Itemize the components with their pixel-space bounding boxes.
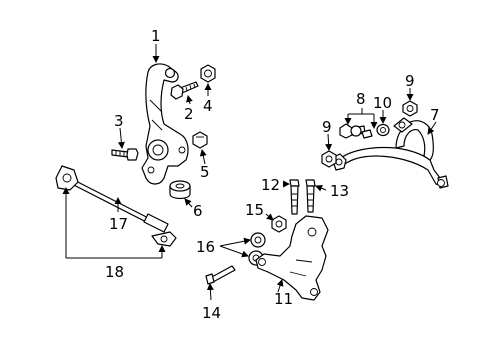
callout-3: 3 [114,112,124,130]
callout-14: 14 [202,304,221,322]
callout-9-lower: 9 [322,118,332,136]
callout-2: 2 [184,105,194,123]
steering-knuckle [141,63,189,185]
nut-left [321,150,337,168]
bushing [169,180,191,200]
callout-9-upper: 9 [405,72,415,90]
lower-knuckle [255,215,329,301]
callout-13: 13 [330,182,349,200]
callout-labels: 1 2 4 3 5 6 7 8 9 9 10 11 12 13 14 15 16… [105,27,440,322]
callout-8: 8 [356,90,366,108]
upper-control-arm [331,117,449,189]
callout-6: 6 [193,202,203,220]
nut-upper-right [402,100,418,117]
callout-10: 10 [373,94,392,112]
bolt-13 [305,179,316,213]
bolt-12 [289,179,300,215]
callout-7: 7 [430,106,440,124]
washer [376,123,390,137]
callout-12: 12 [261,176,280,194]
nut-15 [271,215,287,233]
lower-bolt [111,148,139,161]
callout-1: 1 [151,27,161,45]
callout-11: 11 [274,290,293,308]
callout-17: 17 [109,215,128,233]
callout-15: 15 [245,201,264,219]
tie-rod [205,265,236,285]
callout-16: 16 [196,238,215,256]
hex-nut [192,131,208,149]
stabilizer-rod [55,165,177,247]
knuckle-bolt [170,81,199,100]
callout-18: 18 [105,263,124,281]
callout-5: 5 [200,163,210,181]
callout-4: 4 [203,97,213,115]
leader-lines [62,44,437,301]
upper-arm-bolts [339,123,373,139]
knuckle-nut [200,64,216,83]
